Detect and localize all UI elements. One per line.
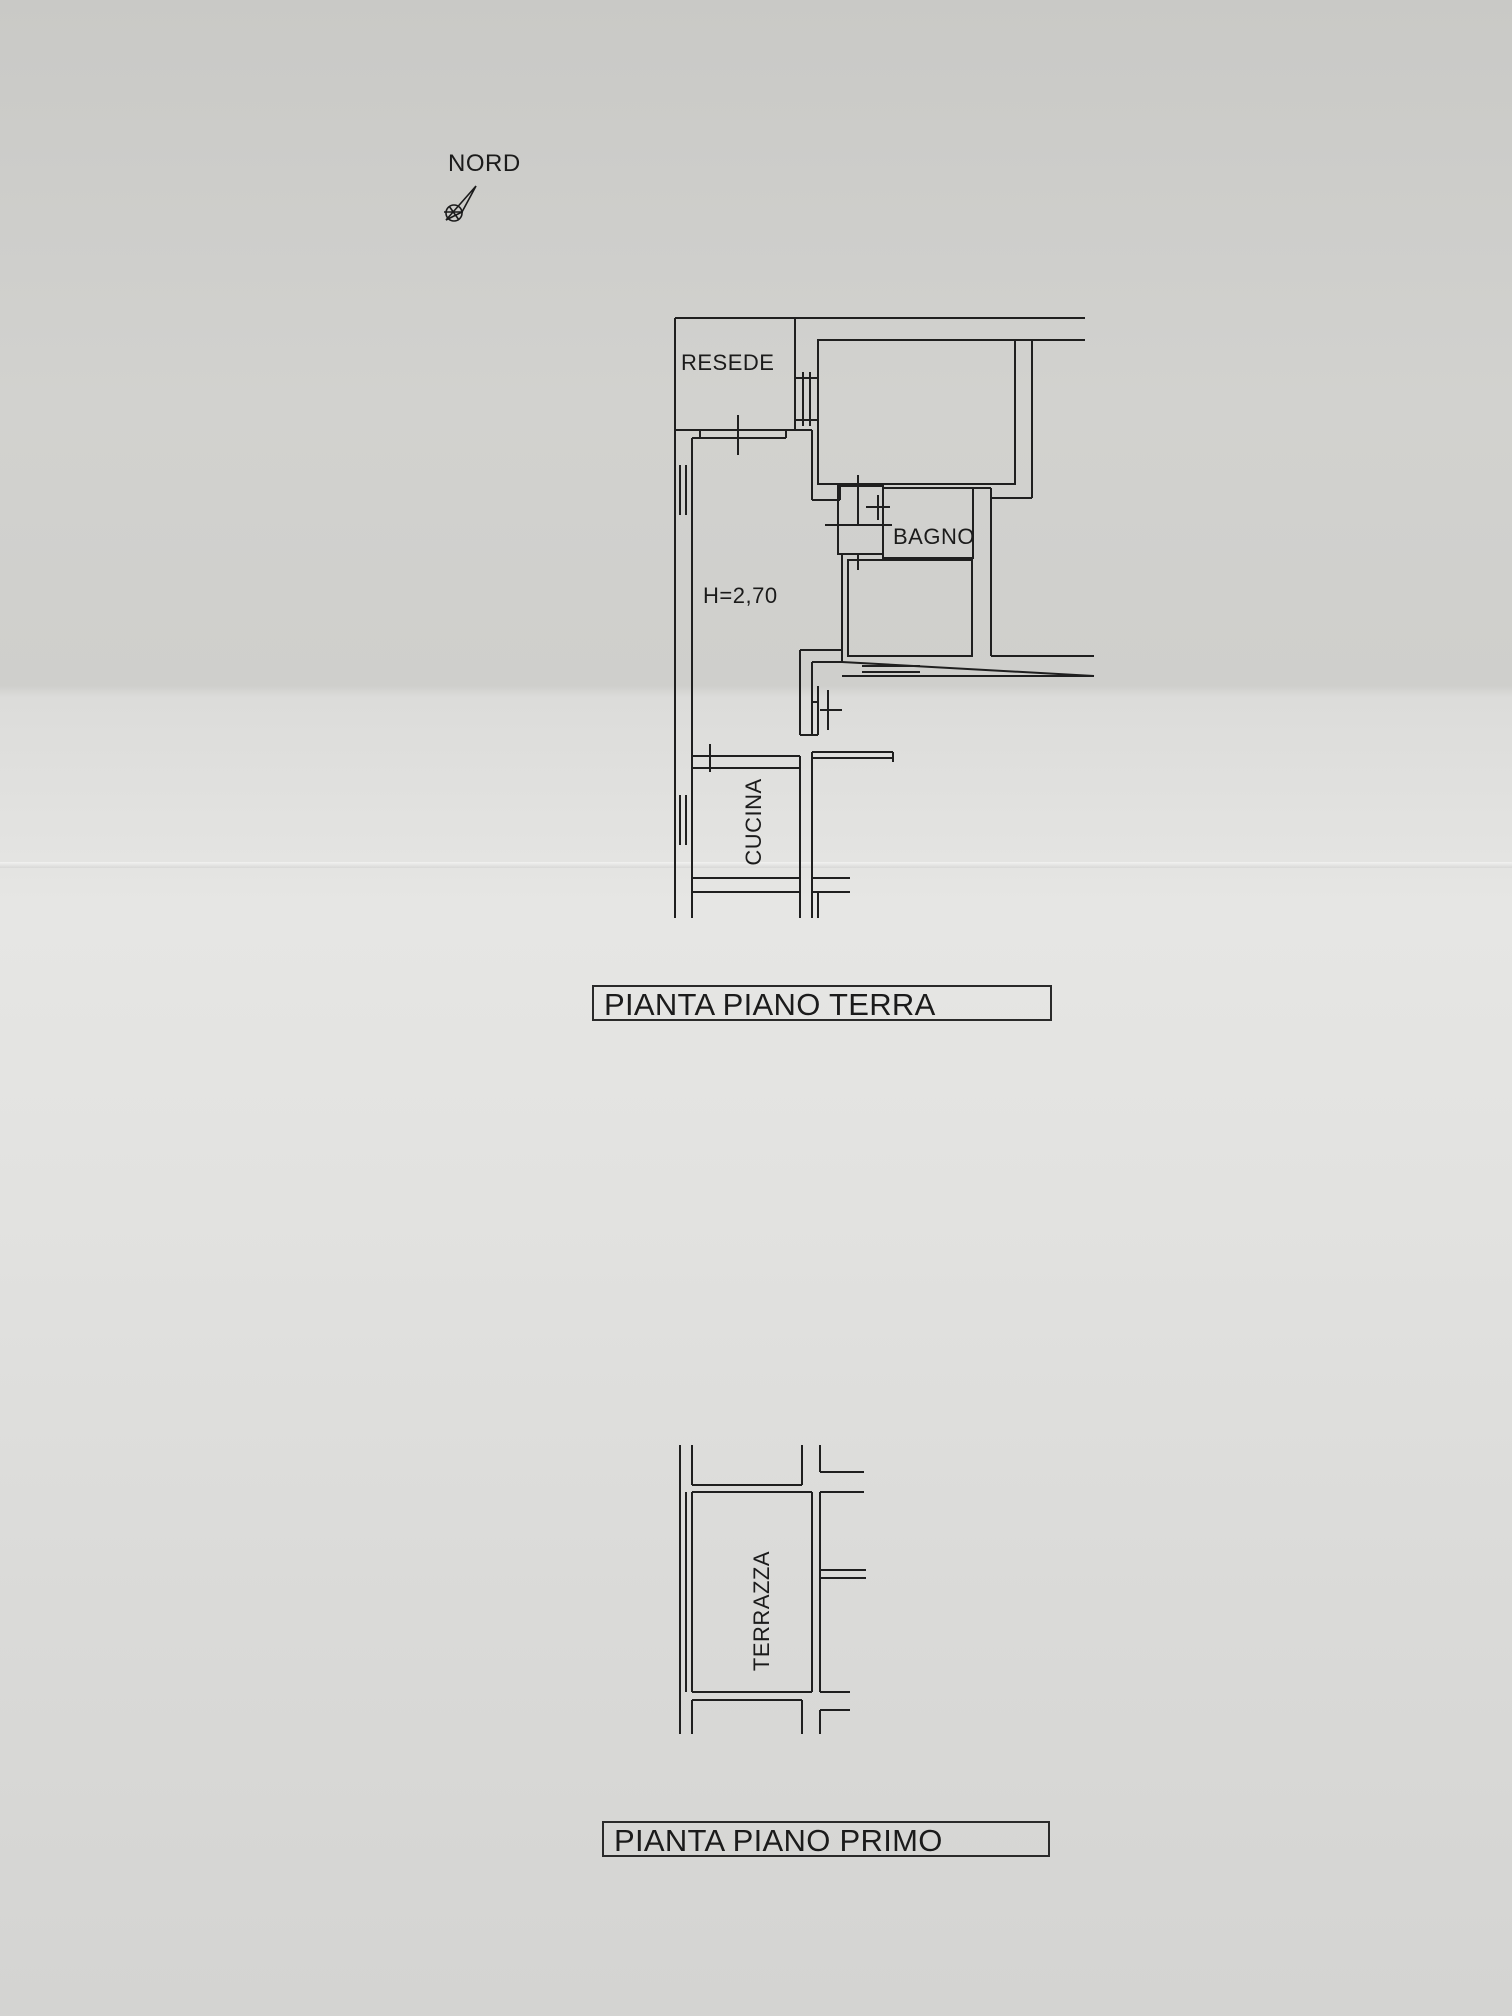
- first-floor-title: PIANTA PIANO PRIMO: [614, 1823, 943, 1858]
- paper-fold-crease: [0, 862, 1512, 868]
- north-label: NORD: [448, 150, 521, 177]
- room-label-cucina: CUCINA: [741, 778, 766, 866]
- room-label-bagno: BAGNO: [893, 524, 975, 549]
- first-floor-title-box: PIANTA PIANO PRIMO: [602, 1821, 1050, 1858]
- ground-floor-title: PIANTA PIANO TERRA: [604, 987, 936, 1022]
- ceiling-height-note: H=2,70: [703, 583, 778, 608]
- ground-floor-title-box: PIANTA PIANO TERRA: [592, 985, 1052, 1022]
- room-label-terrazza: TERRAZZA: [749, 1550, 774, 1672]
- room-label-resede: RESEDE: [681, 350, 775, 375]
